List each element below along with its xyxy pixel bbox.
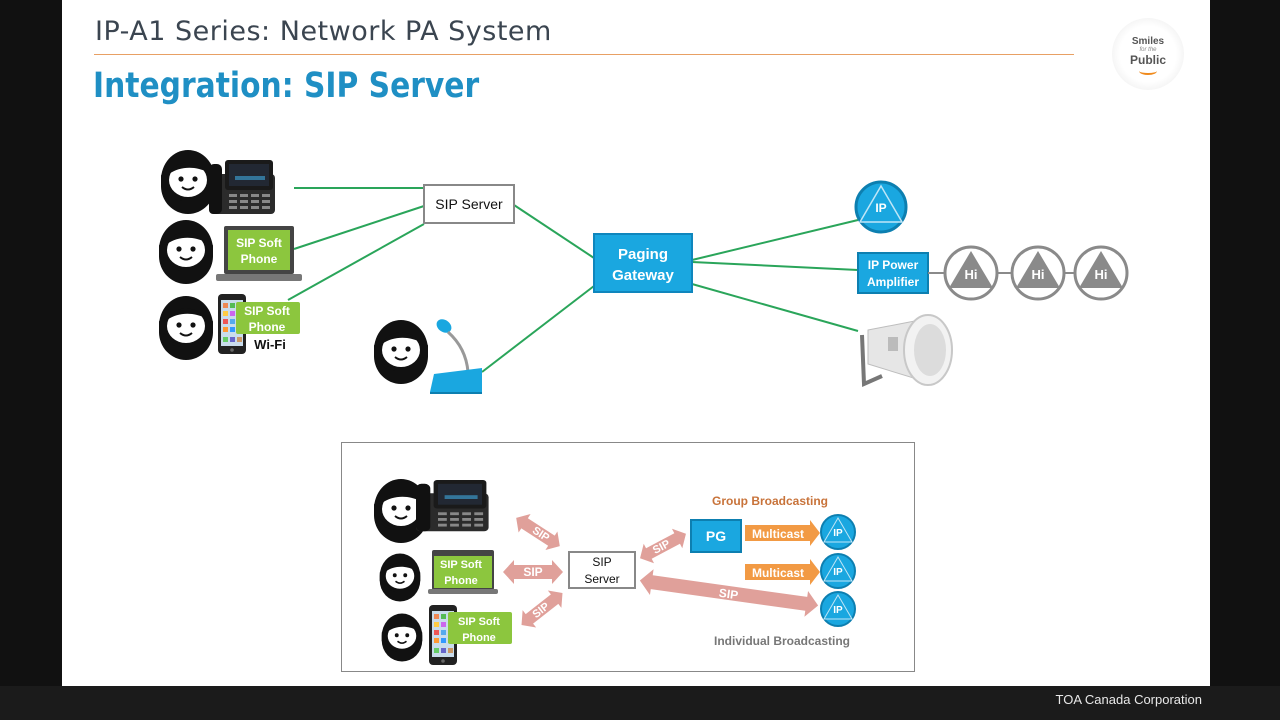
link-gateway-horn [691,283,859,332]
inset-pg-label: PG [706,528,726,544]
link-gateway-amp [691,261,859,271]
paging-gateway-box [593,233,693,293]
ip-speaker-icon [854,180,908,234]
sip-server-box [423,184,515,224]
wifi-label: Wi-Fi [254,337,286,352]
link-mic-gateway [481,285,595,373]
amplifier-label-1: IP Power [868,258,919,272]
inset-sip-arrows-left [503,514,563,628]
logo-text-forthe: for the [1139,47,1157,53]
paging-gateway-label-1: Paging [618,246,668,263]
amplifier-label-2: Amplifier [867,275,919,289]
inset-diagram-frame [341,442,915,672]
operator-icon-2 [157,218,215,286]
inset-pg-box [690,519,742,553]
sip-server-label: SIP Server [435,196,503,212]
slide-title: Integration: SIP Server [93,66,480,106]
mobile-softphone-badge [236,302,300,334]
link-sip-gateway [513,204,595,259]
desk-phone-icon [209,160,275,214]
laptop-softphone-label-1: SIP Soft [236,236,282,250]
multicast-label-2: Multicast [752,566,804,580]
footer-company: TOA Canada Corporation [1055,692,1202,707]
link-gateway-ip [691,219,859,261]
mobile-softphone-label-2: Phone [249,320,286,334]
inset-mobile-softphone-label-1: SIP Soft [458,616,500,628]
announcer-icon [372,318,430,386]
multicast-label-1: Multicast [752,527,804,541]
inset-sip-server-box [568,551,636,589]
inset-laptop-softphone-label-2: Phone [444,575,478,587]
multicast-arrow-2 [745,559,820,585]
operator-icon-3 [157,294,215,362]
laptop-softphone-label-2: Phone [241,252,278,266]
inset-ip-speakers [820,514,856,627]
multicast-arrow-1 [745,520,820,546]
link-mobile-sip [287,223,425,301]
hi-speaker-label-2: Hi [1032,267,1045,282]
horn-speaker-icon [860,314,953,388]
network-links [287,187,859,373]
inset-sip-arrow-pg [640,528,686,564]
microphone-icon [430,319,482,394]
inset-laptop-softphone-label-1: SIP Soft [440,559,482,571]
logo-text-public: Public [1129,53,1166,67]
slide: IP-A1 Series: Network PA System Integrat… [62,0,1210,686]
inset-mobile-softphone-badge [448,612,512,644]
hi-speaker-label-1: Hi [965,267,978,282]
individual-broadcasting-label: Individual Broadcasting [714,634,850,648]
ip-speaker-label: IP [875,201,886,215]
inset-ip-label-3: IP [833,605,843,616]
inset-mobile-softphone-label-2: Phone [462,632,496,644]
company-logo: Smiles for the Public [1112,18,1184,90]
footer-bar [0,686,1280,720]
slide-series-title: IP-A1 Series: Network PA System [95,16,552,47]
network-diagram: SIP Soft Phone SIP Soft Phone Wi-Fi SIP … [157,148,1129,665]
group-broadcasting-label: Group Broadcasting [712,494,828,508]
inset-sip-arrow-long [639,569,819,617]
mobile-softphone-label-1: SIP Soft [244,304,290,318]
inset-ip-label-1: IP [833,528,843,539]
inset-sip-label-5: SIP [718,586,739,603]
inset-ip-label-2: IP [833,567,843,578]
inset-sip-label-2: SIP [523,565,542,579]
link-laptop-sip [293,205,425,250]
inset-laptop-icon [428,550,498,594]
logo-text-smiles: Smiles [1131,36,1165,47]
hi-speaker-label-3: Hi [1095,267,1108,282]
operator-icon-1 [159,148,217,216]
logo-smile-icon [1139,67,1157,75]
inset-sip-server-label-1: SIP [592,555,611,569]
inset-sip-server-label-2: Server [584,572,619,586]
paging-gateway-label-2: Gateway [612,267,674,284]
laptop-icon [216,226,302,281]
header-divider [94,54,1074,55]
